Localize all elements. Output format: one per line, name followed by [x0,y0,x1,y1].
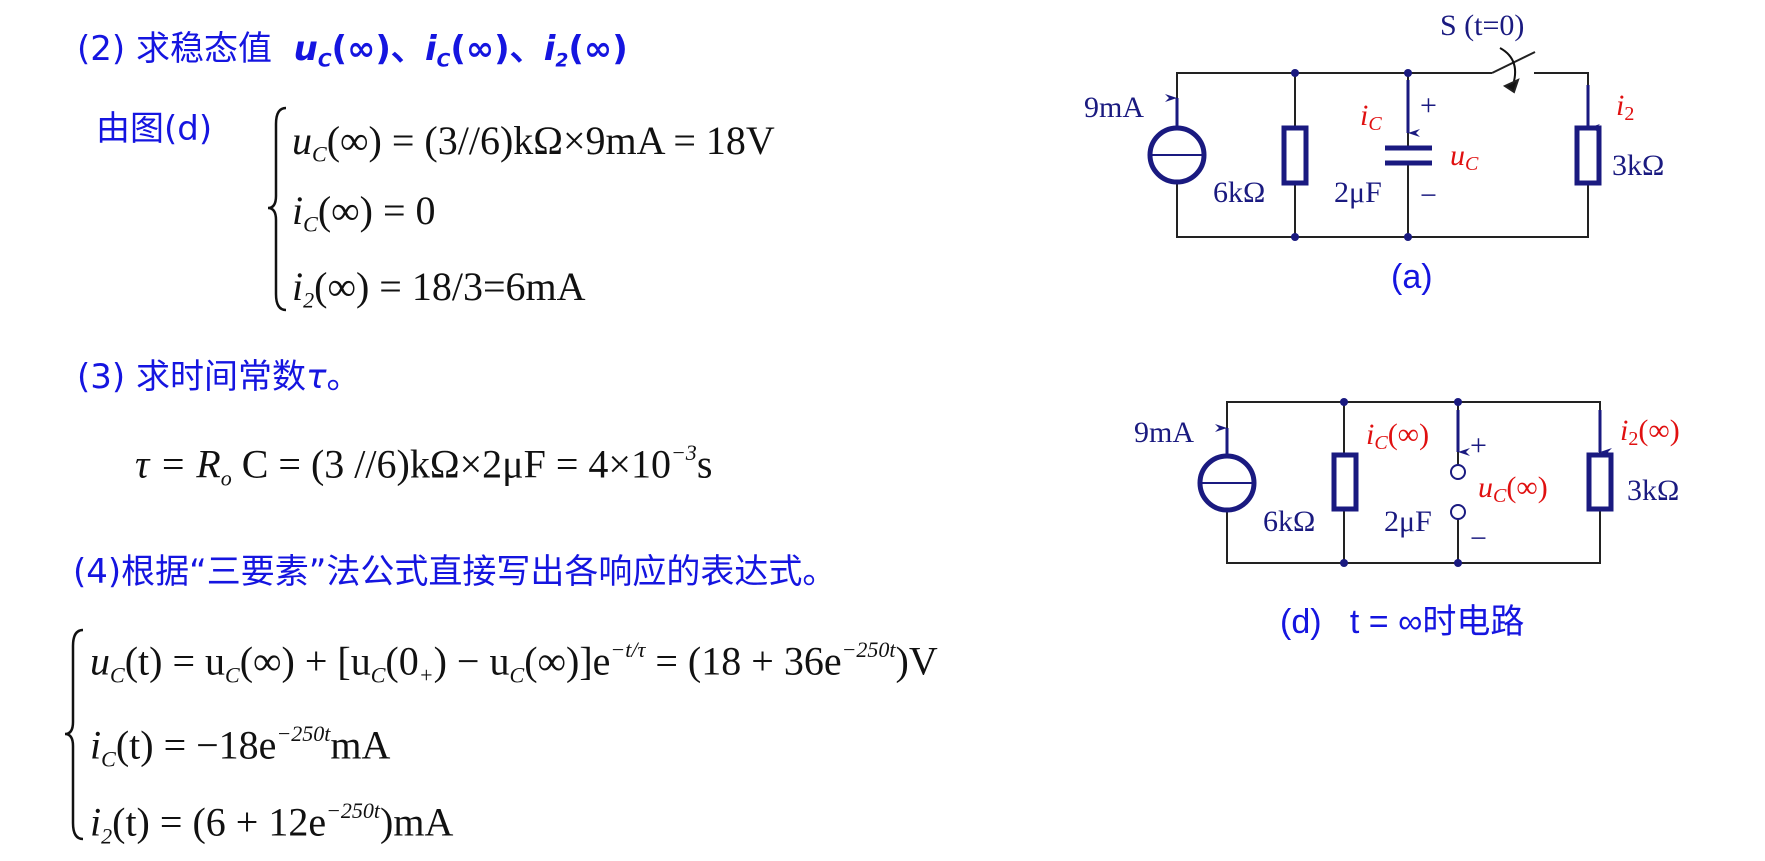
eq-tau: τ = Ro C = (3 //6)kΩ×2μF = 4×10−3s [135,440,713,491]
minus-label: − [1420,179,1437,212]
r2-label: 3kΩ [1627,474,1679,507]
eq-uc-inf: uC(∞) = (3//6)kΩ×9mA = 18V [292,118,775,167]
r1-label: 6kΩ [1263,505,1315,538]
eq-ic-t: iC(t) = −18e−250tmA [90,721,391,772]
resistor-3k-icon [1574,125,1602,186]
i2-inf-label: i2(∞) [1620,414,1680,450]
circuit-a [1147,47,1602,241]
uc-inf-label: uC(∞) [1478,471,1548,507]
source-label: 9mA [1134,416,1194,449]
resistor-3k-icon [1586,452,1614,512]
caption-a: (a) [1391,258,1433,296]
uc-label: uC [1450,139,1479,175]
brace [267,106,287,312]
step4-heading: (4)根据“三要素”法公式直接写出各响应的表达式。 [73,552,837,592]
circuit-d [1197,398,1614,567]
plus-label: + [1470,429,1487,462]
resistor-6k-icon [1281,125,1309,186]
i2-label: i2 [1616,89,1634,125]
minus-label: − [1470,522,1487,555]
eq-i2-t: i2(t) = (6 + 12e−250t)mA [90,798,454,849]
ic-label: iC [1360,99,1382,135]
open-terminal-icon [1450,504,1466,520]
open-terminal-icon [1450,464,1466,480]
switch-label: S (t=0) [1440,9,1524,42]
plus-label: + [1420,89,1437,122]
brace [64,628,84,841]
caption-d: (d) t = ∞时电路 [1280,603,1524,641]
eq-i2-inf: i2(∞) = 18/3=6mA [292,264,586,313]
cap-label: 2μF [1334,176,1382,209]
ic-inf-label: iC(∞) [1366,418,1429,454]
eq-uc-t: uC(t) = uC(∞) + [uC(0+) − uC(∞)]e−t/τ = … [90,637,938,688]
from-figure-label: 由图(d) [96,109,213,149]
eq-ic-inf: iC(∞) = 0 [292,188,436,237]
resistor-6k-icon [1331,452,1359,512]
source-label: 9mA [1084,91,1144,124]
step2-heading: (2) 求稳态值 uC(∞)、iC(∞)、i2(∞) [77,29,628,72]
cap-label: 2μF [1384,505,1432,538]
r1-label: 6kΩ [1213,176,1265,209]
r2-label: 3kΩ [1612,149,1664,182]
step3-heading: (3) 求时间常数τ。 [77,357,361,397]
